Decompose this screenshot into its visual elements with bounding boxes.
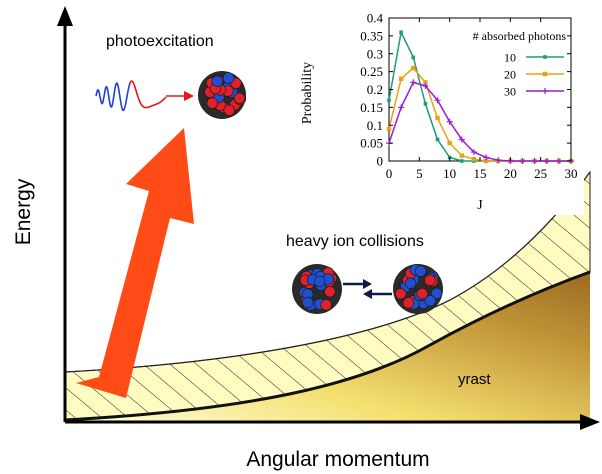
photon-wave-red bbox=[128, 80, 167, 109]
inset-x-axis-label: J bbox=[477, 198, 483, 213]
nucleon bbox=[395, 288, 407, 300]
legend-label-20: 20 bbox=[504, 68, 516, 82]
nucleon bbox=[222, 72, 235, 84]
inset-y-axis-label: Probability bbox=[300, 62, 315, 124]
photoexcitation-label: photoexcitation bbox=[106, 33, 214, 50]
legend-marker bbox=[542, 71, 548, 77]
momentum-axis-arrowhead bbox=[580, 414, 600, 430]
y-tick-label: 0 bbox=[377, 154, 384, 169]
data-point bbox=[411, 65, 416, 71]
legend-title: # absorbed photons bbox=[473, 29, 567, 43]
photon-arrowhead bbox=[184, 91, 194, 101]
y-tick-label: 0.1 bbox=[367, 118, 383, 133]
data-point bbox=[471, 157, 477, 162]
photon-wave-blue bbox=[95, 82, 131, 112]
data-point bbox=[459, 153, 464, 158]
nucleon bbox=[313, 275, 326, 288]
nucleon bbox=[415, 265, 427, 277]
nucleon bbox=[233, 92, 246, 105]
energy-axis-label: Energy bbox=[12, 178, 35, 245]
momentum-axis-label: Angular momentum bbox=[246, 448, 429, 471]
energy-axis-arrowhead bbox=[57, 6, 73, 26]
nucleon bbox=[320, 299, 332, 311]
data-point bbox=[399, 30, 403, 35]
y-tick-label: 0.25 bbox=[360, 64, 383, 79]
inset-legend: 10 20 30 bbox=[504, 51, 564, 99]
yrast-region bbox=[65, 272, 590, 422]
data-point bbox=[447, 140, 452, 146]
nucleon bbox=[430, 287, 443, 300]
photoexcitation-arrow bbox=[76, 128, 194, 398]
x-tick-label: 20 bbox=[504, 166, 517, 181]
x-tick-label: 15 bbox=[474, 166, 487, 181]
nucleon bbox=[424, 295, 436, 307]
nucleon bbox=[402, 297, 415, 309]
yrast-label: yrast bbox=[458, 371, 491, 388]
y-tick-label: 0.15 bbox=[360, 100, 383, 115]
nucleon bbox=[223, 104, 235, 116]
y-tick-label: 0.2 bbox=[367, 82, 383, 97]
collision-arrows bbox=[343, 279, 392, 299]
nucleus-photo bbox=[198, 71, 247, 119]
nucleon bbox=[324, 286, 336, 298]
data-point bbox=[423, 80, 428, 85]
data-point bbox=[387, 98, 391, 103]
legend-marker bbox=[543, 55, 547, 59]
yrast-line bbox=[64, 270, 591, 422]
y-tick-label: 0.3 bbox=[367, 46, 383, 61]
data-point bbox=[435, 137, 440, 142]
inset-background bbox=[293, 3, 584, 215]
nucleon bbox=[206, 97, 219, 109]
nucleus-left bbox=[292, 264, 342, 314]
data-point bbox=[483, 158, 489, 164]
x-tick-label: 25 bbox=[534, 166, 547, 181]
y-tick-label: 0.05 bbox=[360, 136, 383, 151]
nucleon bbox=[211, 75, 224, 87]
nucleon bbox=[302, 296, 314, 309]
data-point bbox=[398, 76, 404, 81]
x-tick-label: 10 bbox=[443, 166, 456, 181]
nucleon bbox=[424, 274, 436, 287]
data-point bbox=[411, 55, 416, 60]
y-tick-label: 0.35 bbox=[360, 28, 383, 43]
x-tick-label: 30 bbox=[565, 166, 578, 181]
data-point bbox=[423, 102, 428, 106]
y-tick-label: 0.4 bbox=[367, 11, 384, 26]
nucleus-right bbox=[393, 264, 443, 314]
data-point bbox=[460, 159, 464, 163]
heavy-ion-label: heavy ion collisions bbox=[286, 233, 424, 250]
collision-arrowhead-left bbox=[363, 289, 372, 299]
data-point bbox=[435, 115, 440, 121]
legend-label-30: 30 bbox=[504, 85, 516, 99]
x-tick-label: 5 bbox=[416, 166, 423, 181]
nucleon bbox=[416, 287, 428, 300]
x-tick-label: 0 bbox=[386, 166, 393, 181]
legend-label-10: 10 bbox=[504, 51, 516, 65]
data-point bbox=[386, 126, 392, 132]
photon-wavepacket bbox=[95, 80, 194, 112]
collision-arrowhead-right bbox=[363, 279, 372, 289]
nucleon bbox=[404, 277, 417, 289]
